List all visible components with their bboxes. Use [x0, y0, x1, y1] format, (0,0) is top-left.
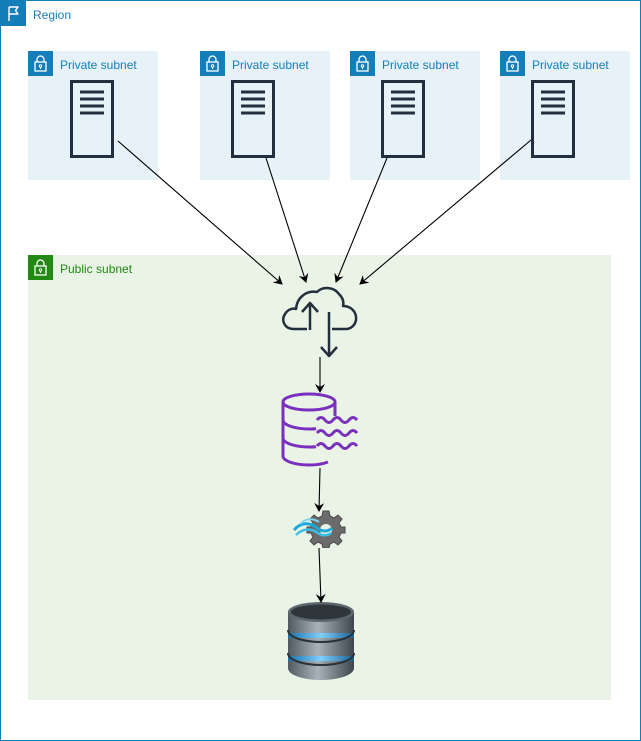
edge-private3-to-cloud [334, 157, 388, 283]
private-subnet-1: Private subnet [28, 51, 158, 180]
lock-icon [28, 51, 53, 76]
edge-gear-to-database [315, 547, 326, 603]
server-icon [531, 80, 575, 158]
server-icon [381, 80, 425, 158]
private-subnet-label: Private subnet [60, 58, 137, 72]
private-subnet-label: Private subnet [232, 58, 309, 72]
edge-datalake-to-gear [314, 467, 325, 512]
cloud-upload-download-icon [280, 284, 360, 365]
public-subnet-label: Public subnet [60, 262, 133, 276]
database-icon [283, 600, 359, 687]
lock-icon [350, 51, 375, 76]
private-subnet-3: Private subnet [350, 51, 480, 180]
edge-private1-to-cloud [117, 140, 283, 285]
server-icon [70, 80, 114, 158]
private-subnet-label: Private subnet [382, 58, 459, 72]
private-subnet-label: Private subnet [532, 58, 609, 72]
lock-icon [28, 255, 53, 280]
stream-processing-gear-icon [292, 508, 346, 553]
lock-icon [200, 51, 225, 76]
data-lake-icon [281, 390, 361, 475]
lock-icon [500, 51, 525, 76]
flag-icon [1, 1, 26, 26]
private-subnet-4: Private subnet [500, 51, 630, 180]
region-label: Region [33, 8, 72, 22]
edge-private2-to-cloud [265, 157, 309, 283]
edge-private4-to-cloud [359, 139, 532, 285]
server-icon [231, 80, 275, 158]
private-subnet-2: Private subnet [200, 51, 330, 180]
